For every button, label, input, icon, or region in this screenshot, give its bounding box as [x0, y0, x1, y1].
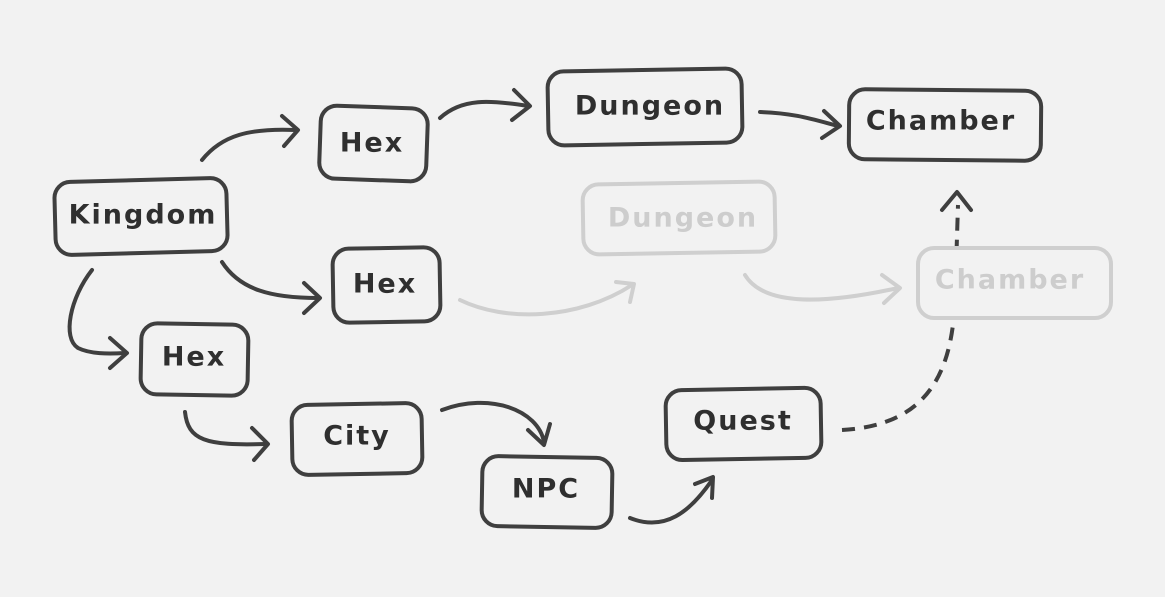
edge-dungeon-top-to-chamber-top	[758, 109, 842, 140]
edge-hex-top-to-dungeon-top	[438, 88, 532, 122]
edge-kingdom-to-hex-top	[200, 114, 300, 162]
edge-city-to-npc	[440, 400, 552, 447]
node-hex-top-label: Hex	[340, 128, 404, 159]
node-dungeon-top[interactable]: Dungeon	[545, 66, 745, 148]
edge-npc-to-quest	[628, 475, 715, 525]
node-dungeon-top-label: Dungeon	[575, 91, 725, 122]
node-chamber-faded-label: Chamber	[935, 265, 1085, 296]
edge-dungeon-faded-to-chamber-faded	[743, 273, 902, 305]
node-chamber-top[interactable]: Chamber	[846, 87, 1044, 163]
node-hex-middle-label: Hex	[353, 269, 417, 300]
edge-kingdom-to-hex-bottom	[67, 268, 129, 370]
node-chamber-faded[interactable]: Chamber	[916, 246, 1113, 320]
node-kingdom-label: Kingdom	[69, 200, 218, 231]
node-chamber-top-label: Chamber	[866, 106, 1016, 137]
node-quest[interactable]: Quest	[663, 385, 824, 463]
node-npc-label: NPC	[512, 474, 580, 505]
node-dungeon-faded-label: Dungeon	[608, 203, 758, 234]
node-dungeon-faded[interactable]: Dungeon	[580, 179, 778, 257]
node-hex-top[interactable]: Hex	[317, 103, 430, 184]
node-kingdom[interactable]: Kingdom	[52, 176, 230, 257]
edge-hex-middle-to-dungeon-faded	[458, 280, 636, 317]
node-hex-bottom[interactable]: Hex	[138, 321, 251, 398]
node-quest-label: Quest	[693, 406, 792, 437]
edge-kingdom-to-hex-middle	[220, 260, 322, 315]
node-hex-middle[interactable]: Hex	[330, 245, 443, 325]
edge-hex-bottom-to-city	[183, 410, 270, 462]
node-hex-bottom-label: Hex	[162, 342, 226, 373]
node-city-label: City	[323, 421, 391, 452]
node-city[interactable]: City	[289, 401, 425, 477]
node-npc[interactable]: NPC	[479, 454, 615, 530]
